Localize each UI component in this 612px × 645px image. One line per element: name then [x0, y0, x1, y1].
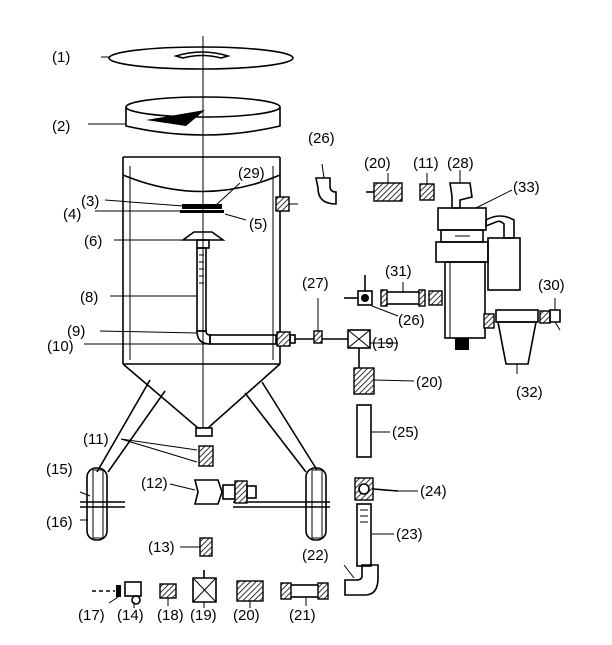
label-20-middle: (20)	[416, 374, 443, 391]
label-29: (29)	[238, 165, 265, 182]
label-32: (32)	[516, 384, 543, 401]
nipple-13	[199, 537, 213, 557]
legs	[96, 379, 318, 473]
label-20-bottom: (20)	[233, 607, 260, 624]
label-1: (1)	[52, 49, 70, 66]
label-10: (10)	[47, 338, 74, 355]
label-18: (18)	[157, 607, 184, 624]
elbow-26-right	[344, 275, 399, 317]
filter-32	[495, 309, 551, 374]
lid-part	[101, 46, 294, 70]
pipe-23	[356, 503, 372, 567]
label-30: (30)	[538, 277, 565, 294]
label-26-right: (26)	[398, 312, 425, 329]
ball-valve-24	[354, 477, 418, 501]
label-21: (21)	[289, 607, 316, 624]
label-4: (4)	[63, 206, 81, 223]
label-13: (13)	[148, 539, 175, 556]
leader-lines	[79, 491, 307, 608]
label-25: (25)	[392, 424, 419, 441]
fitting-27	[313, 330, 323, 344]
label-28: (28)	[447, 155, 474, 172]
label-12: (12)	[141, 475, 168, 492]
valve-seat-parts	[95, 182, 247, 221]
gate-valve	[169, 479, 257, 505]
label-16: (16)	[46, 514, 73, 531]
bottom-assembly-row	[92, 570, 329, 605]
elbow-26-top	[315, 177, 337, 205]
label-15: (15)	[46, 461, 73, 478]
label-33: (33)	[513, 179, 540, 196]
pump-assembly	[435, 189, 521, 350]
label-3: (3)	[81, 193, 99, 210]
fitting-30	[549, 298, 561, 331]
label-11-top: (11)	[413, 155, 439, 172]
elbow-22	[344, 564, 379, 596]
label-20-top: (20)	[364, 155, 391, 172]
label-6: (6)	[84, 233, 102, 250]
label-22: (22)	[302, 547, 329, 564]
label-9: (9)	[67, 323, 85, 340]
bottom-nipple	[198, 445, 214, 467]
part-labels: (1) (2) (3) (4) (5) (6) (8) (9) (10) (11…	[46, 49, 565, 624]
valve-plug-and-pipe	[84, 231, 296, 347]
label-11-bottom: (11)	[83, 431, 109, 448]
pipe-31	[380, 282, 443, 307]
label-14: (14)	[117, 607, 144, 624]
label-23: (23)	[396, 526, 423, 543]
label-31: (31)	[385, 263, 412, 280]
label-2: (2)	[52, 118, 70, 135]
union-20-middle	[353, 367, 375, 395]
label-27: (27)	[302, 275, 329, 292]
label-5: (5)	[249, 216, 267, 233]
label-24: (24)	[420, 483, 447, 500]
label-19-bottom: (19)	[190, 607, 217, 624]
top-fittings	[366, 170, 473, 209]
label-8: (8)	[80, 289, 98, 306]
label-26-top: (26)	[308, 130, 335, 147]
label-19-right: (19)	[372, 335, 399, 352]
wheels-and-axle	[80, 467, 330, 541]
side-fitting	[275, 196, 290, 212]
sieve-ring-part	[88, 96, 281, 136]
tank-body	[122, 156, 281, 437]
label-17: (17)	[78, 607, 105, 624]
pipe-25	[356, 404, 372, 458]
